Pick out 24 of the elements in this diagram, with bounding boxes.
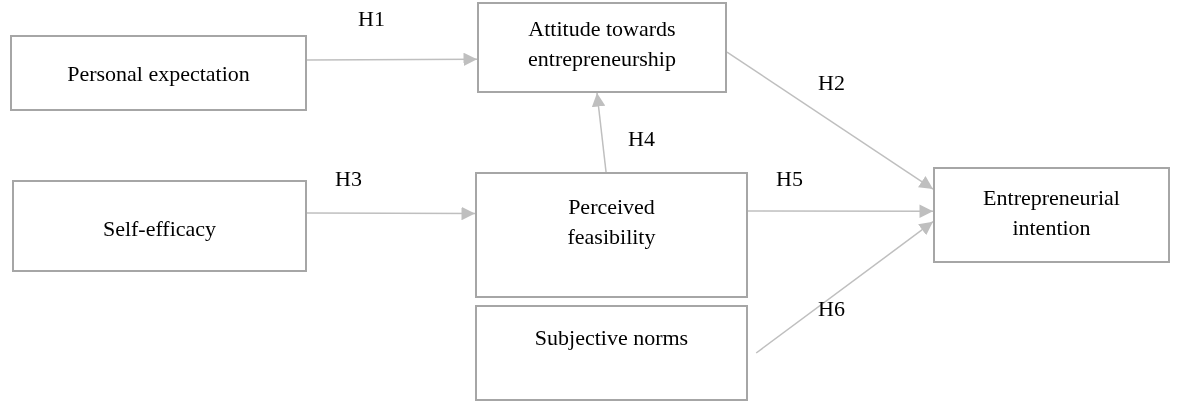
concept-box bbox=[933, 167, 1170, 263]
arrow bbox=[747, 204, 934, 218]
arrow bbox=[306, 52, 478, 67]
edge-label: H5 bbox=[776, 168, 803, 190]
concept-box bbox=[475, 305, 748, 401]
concept-label: Attitude towards entrepreneurship bbox=[527, 15, 677, 73]
arrow bbox=[755, 220, 934, 354]
edge-label: H4 bbox=[628, 128, 655, 150]
concept-label: Self-efficacy bbox=[101, 215, 218, 243]
concept-label: Personal expectation bbox=[66, 60, 251, 88]
arrow bbox=[306, 206, 476, 221]
concept-box bbox=[475, 172, 748, 298]
edge-label: H1 bbox=[358, 8, 385, 30]
concept-label: Perceived feasibility bbox=[566, 193, 657, 251]
arrow bbox=[726, 51, 934, 190]
concept-box bbox=[12, 180, 307, 272]
concept-label: Subjective norms bbox=[533, 324, 690, 352]
arrow bbox=[591, 92, 607, 173]
edge-label: H2 bbox=[818, 72, 845, 94]
concept-label: Entrepreneurial intention bbox=[982, 184, 1121, 242]
concept-box bbox=[10, 35, 307, 111]
edge-label: H3 bbox=[335, 168, 362, 190]
concept-box bbox=[477, 2, 727, 93]
edge-label: H6 bbox=[818, 298, 845, 320]
